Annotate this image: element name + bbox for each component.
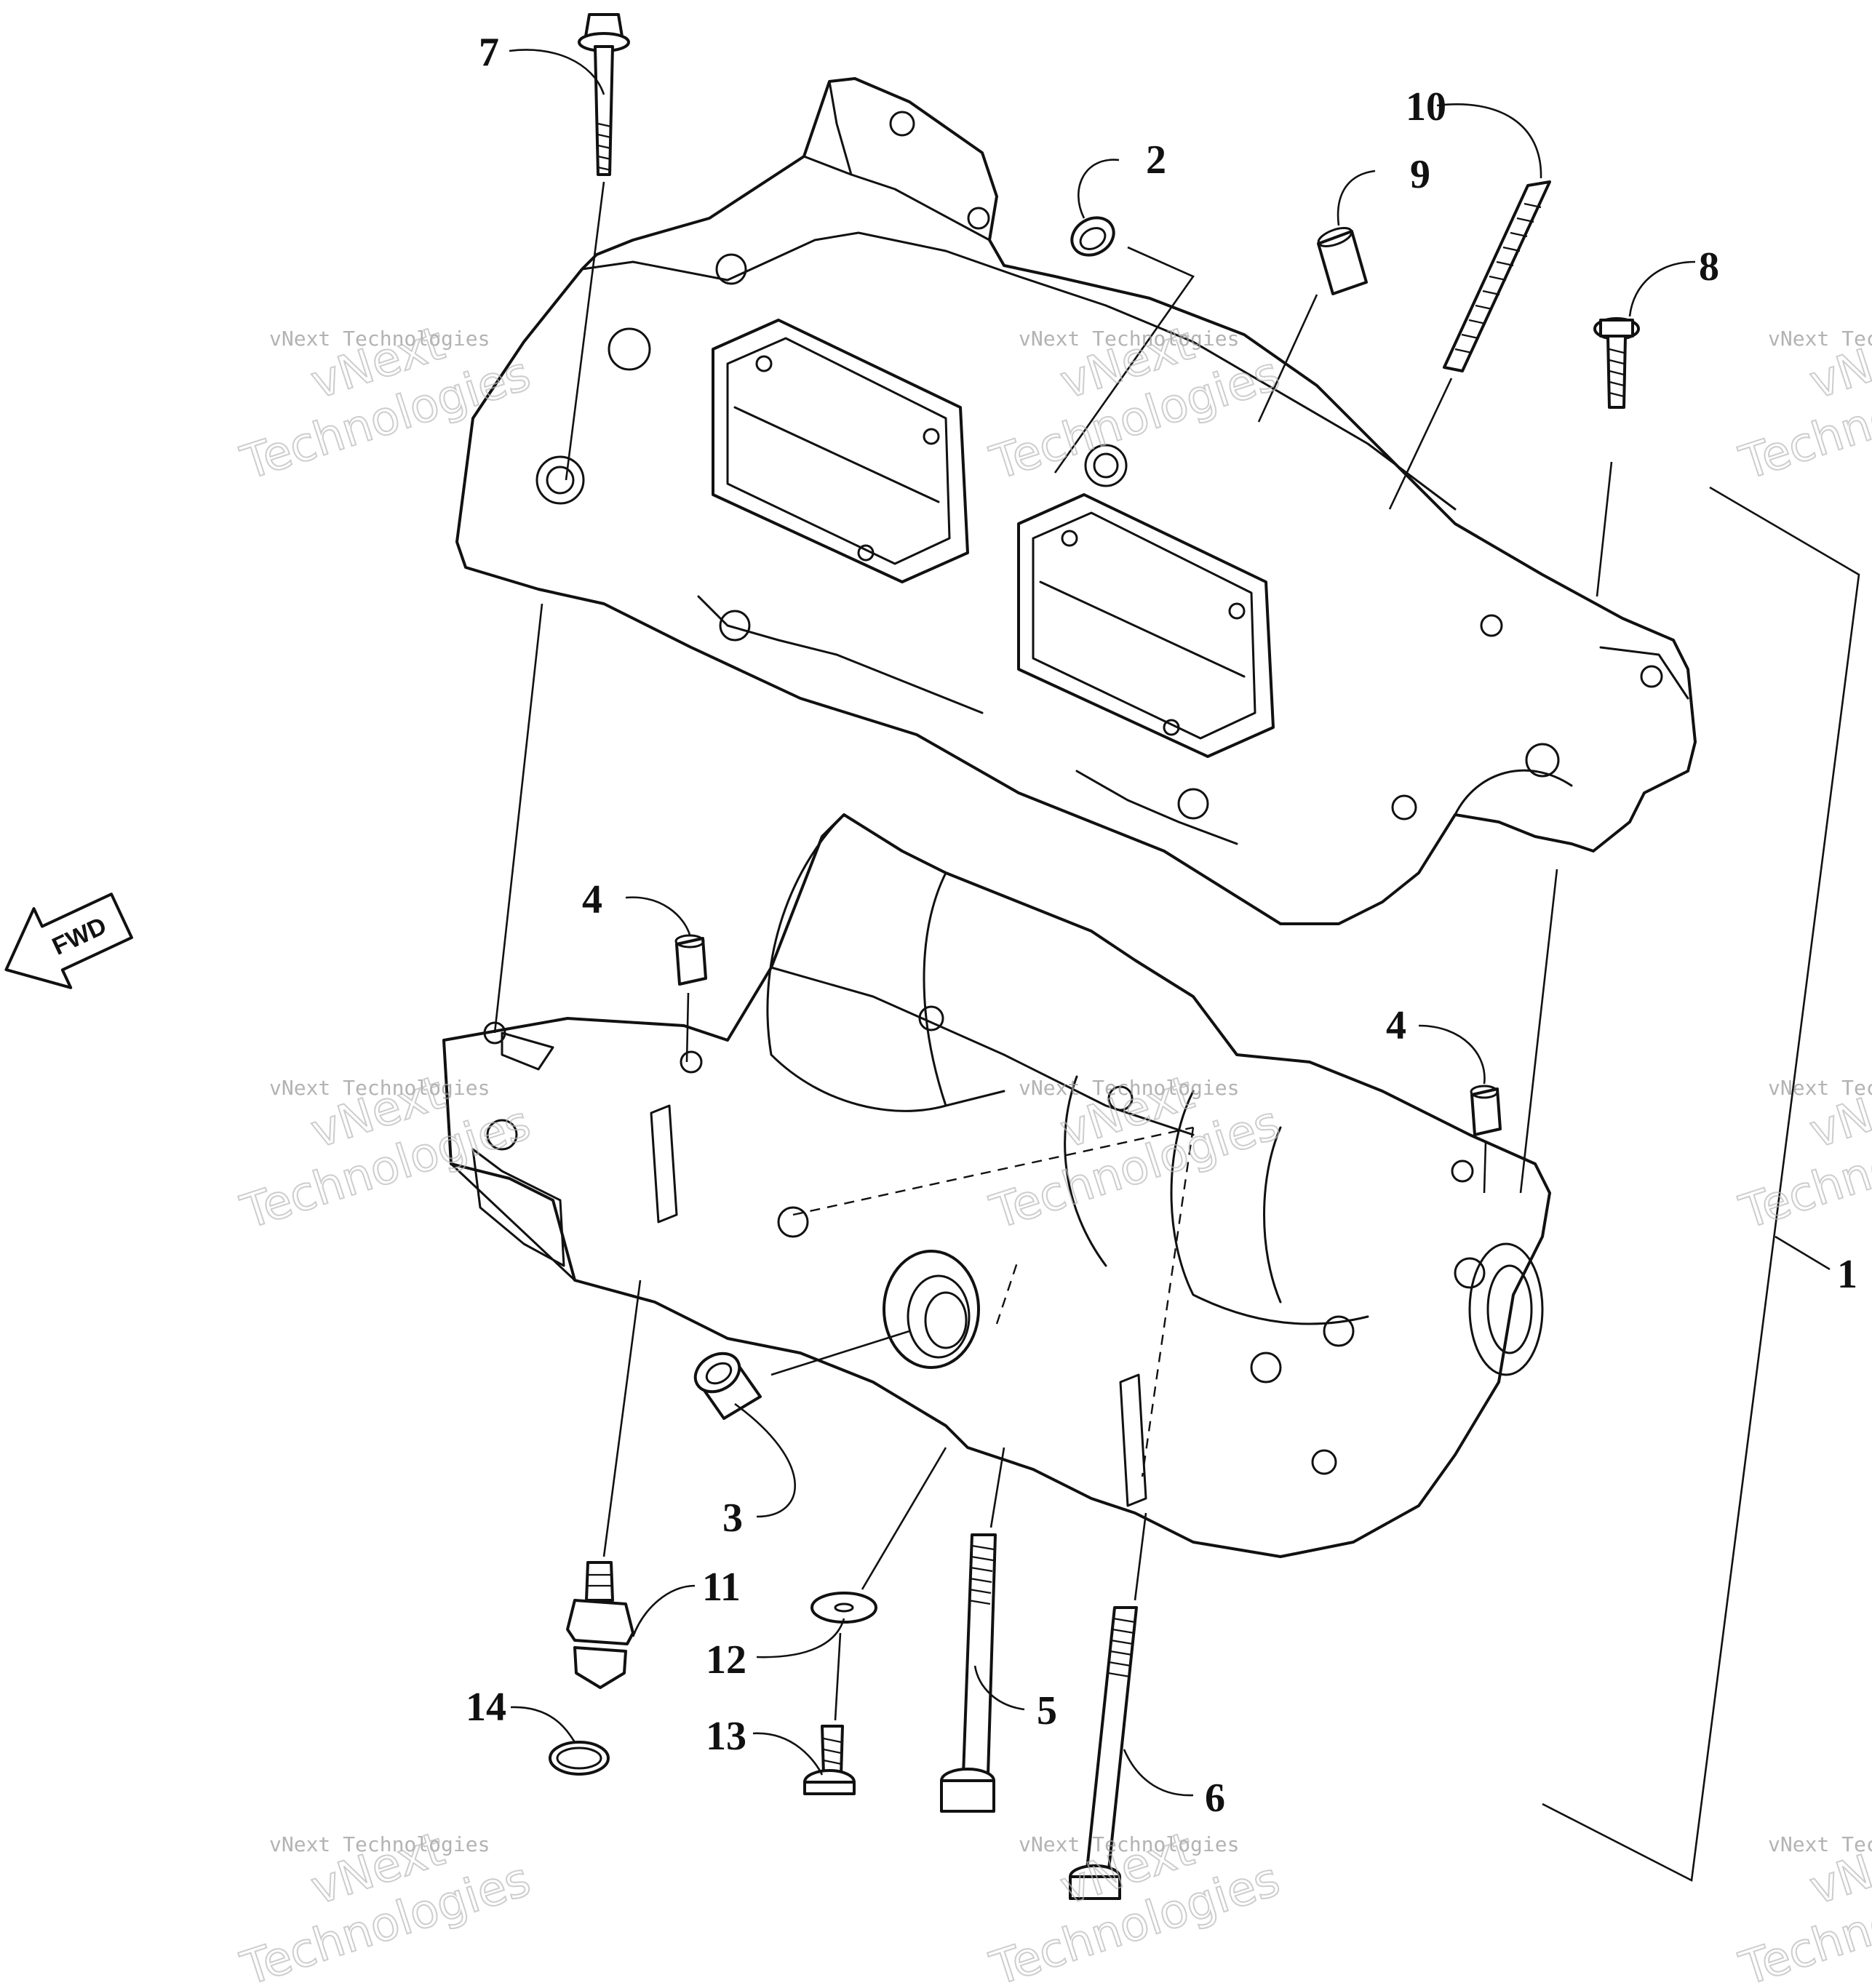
part-3-bushing xyxy=(693,1352,762,1420)
part-11-sensor xyxy=(566,1561,634,1689)
part-10-stud xyxy=(1443,180,1551,372)
watermark-3: vNext Technologies vNext Technologies xyxy=(1733,316,1872,491)
callout-3: 3 xyxy=(722,1496,743,1541)
part-8-bolt xyxy=(1593,317,1640,409)
svg-text:vNext Technologies: vNext Technologies xyxy=(1019,1832,1239,1856)
part-7-bolt xyxy=(578,13,630,176)
callout-6: 6 xyxy=(1205,1776,1225,1821)
part-13-bolt xyxy=(803,1725,856,1795)
callout-5: 5 xyxy=(1037,1688,1057,1733)
lower-crankcase xyxy=(442,813,1551,1558)
part-14-o-ring xyxy=(549,1741,610,1776)
watermark-6: vNext Technologies vNext Technologies xyxy=(1733,1065,1872,1240)
callout-labels: 1 2 3 4 4 5 6 7 8 9 10 11 12 13 14 xyxy=(466,30,1857,1821)
callout-7: 7 xyxy=(479,30,499,75)
callout-1: 1 xyxy=(1837,1252,1857,1297)
callout-11: 11 xyxy=(702,1565,741,1610)
callout-2: 2 xyxy=(1146,137,1166,183)
part-12-washer xyxy=(810,1592,877,1624)
svg-text:vNext Technologies: vNext Technologies xyxy=(1768,1076,1872,1100)
callout-8: 8 xyxy=(1699,244,1719,290)
part-9-dowel xyxy=(1317,227,1368,295)
svg-text:vNext Technologies: vNext Technologies xyxy=(1768,1832,1872,1856)
part-4-dowel-left xyxy=(674,934,707,986)
svg-text:vNext Technologies: vNext Technologies xyxy=(269,1076,490,1100)
callout-12: 12 xyxy=(706,1637,746,1682)
svg-text:vNext Technologies: vNext Technologies xyxy=(1019,1076,1239,1100)
svg-text:vNext Technologies: vNext Technologies xyxy=(269,1832,490,1856)
part-6-bolt xyxy=(1069,1606,1138,1900)
callout-14: 14 xyxy=(466,1685,506,1730)
callout-10: 10 xyxy=(1406,84,1446,129)
watermark-9: vNext Technologies vNext Technologies xyxy=(1733,1821,1872,1988)
assembly-lines xyxy=(493,49,1860,1883)
watermarks: vNext Technologies vNext Technologies vN… xyxy=(234,316,1872,1988)
svg-text:vNext Technologies: vNext Technologies xyxy=(1019,327,1239,351)
upper-crankcase xyxy=(455,77,1697,925)
watermark-7: vNext Technologies vNext Technologies xyxy=(234,1821,538,1988)
callout-13: 13 xyxy=(706,1714,746,1759)
part-4-dowel-right xyxy=(1470,1085,1502,1136)
callout-4b: 4 xyxy=(1386,1003,1406,1048)
callout-4a: 4 xyxy=(582,877,602,922)
part-5-bolt xyxy=(940,1533,997,1813)
svg-text:vNext Technologies: vNext Technologies xyxy=(1768,327,1872,351)
fwd-arrow: FWD xyxy=(4,893,133,989)
svg-text:vNext Technologies: vNext Technologies xyxy=(269,327,490,351)
part-2-seal xyxy=(1070,216,1115,257)
callout-9: 9 xyxy=(1410,152,1430,197)
watermark-8: vNext Technologies vNext Technologies xyxy=(984,1821,1287,1988)
